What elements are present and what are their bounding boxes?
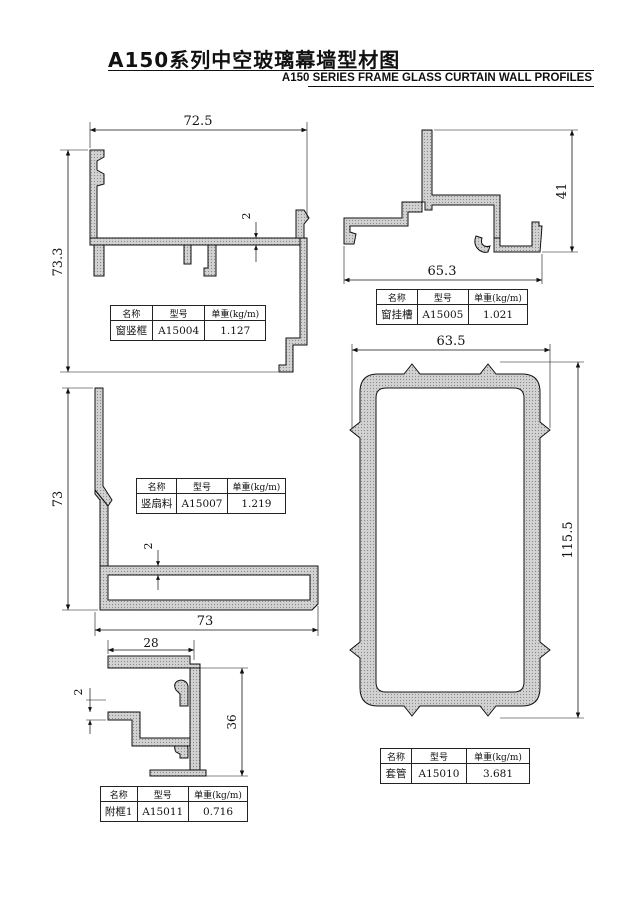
profile-name: 竖扇料 <box>135 493 178 514</box>
profile-name: 窗竖框 <box>110 320 153 341</box>
spec-table-a15005: 名称 型号 单重(kg/m) 窗挂槽 A15005 1.021 <box>376 289 528 325</box>
profile-weight: 1.219 <box>226 493 287 514</box>
profile-model: A15005 <box>416 304 470 325</box>
a15011-height-label: 36 <box>225 714 239 729</box>
a15007-width-label: 73 <box>197 614 214 629</box>
title-rule <box>108 70 594 71</box>
profile-model: A15004 <box>151 320 206 341</box>
a15007-wall-label: 2 <box>142 543 155 550</box>
spec-table-a15007: 名称 型号 单重(kg/m) 竖扇料 A15007 1.219 <box>135 478 287 514</box>
profile-a15010: 63.5 115.5 <box>349 334 584 719</box>
header-model: 型号 <box>176 478 228 494</box>
header-name: 名称 <box>379 748 413 764</box>
profile-model: A15011 <box>136 801 189 822</box>
header-name: 名称 <box>376 289 418 305</box>
header-model: 型号 <box>416 289 470 305</box>
profile-a15005: 65.3 41 <box>343 129 578 284</box>
profile-model: A15007 <box>176 493 228 514</box>
a15005-width-label: 65.3 <box>428 264 457 279</box>
header-weight: 单重(kg/m) <box>226 478 287 494</box>
a15004-wall-label: 2 <box>240 213 253 220</box>
header-model: 型号 <box>136 786 189 802</box>
profile-name: 附框1 <box>100 801 138 822</box>
profile-a15005-section <box>343 129 543 253</box>
profile-model: A15010 <box>411 763 467 784</box>
profile-a15011: 28 36 2 <box>72 636 248 777</box>
page-subtitle: A150 SERIES FRAME GLASS CURTAIN WALL PRO… <box>281 72 592 84</box>
a15010-height-label: 115.5 <box>561 521 576 558</box>
spec-table-a15011: 名称 型号 单重(kg/m) 附框1 A15011 0.716 <box>100 786 249 822</box>
profile-a15007-section <box>94 387 319 611</box>
subtitle-rule <box>308 86 594 87</box>
page-title: A150系列中空玻璃幕墙型材图 <box>108 48 401 72</box>
header-name: 名称 <box>110 305 153 321</box>
profile-weight: 1.127 <box>204 320 266 341</box>
a15011-width-label: 28 <box>143 636 158 650</box>
a15010-width-label: 63.5 <box>437 334 466 349</box>
header-weight: 单重(kg/m) <box>468 289 528 305</box>
header-weight: 单重(kg/m) <box>187 786 249 802</box>
profile-name: 窗挂槽 <box>376 304 418 325</box>
header-weight: 单重(kg/m) <box>204 305 266 321</box>
a15005-height-label: 41 <box>555 183 570 200</box>
a15011-wall-label: 2 <box>72 689 85 696</box>
header-model: 型号 <box>151 305 206 321</box>
profile-a15007: 73 73 2 <box>51 387 319 636</box>
a15004-width-label: 72.5 <box>184 114 213 129</box>
a15004-height-label: 73.3 <box>51 248 66 277</box>
spec-table-a15010: 名称 型号 单重(kg/m) 套管 A15010 3.681 <box>379 748 531 784</box>
spec-table-a15004: 名称 型号 单重(kg/m) 窗竖框 A15004 1.127 <box>110 305 266 341</box>
profile-weight: 1.021 <box>468 304 528 325</box>
profile-weight: 0.716 <box>187 801 249 822</box>
header-name: 名称 <box>135 478 178 494</box>
header-name: 名称 <box>100 786 138 802</box>
profile-a15004-section <box>89 149 310 373</box>
profile-a15004: 72.5 73.3 2 <box>51 114 310 373</box>
header-model: 型号 <box>411 748 467 764</box>
header-weight: 单重(kg/m) <box>465 748 531 764</box>
profile-name: 套管 <box>379 763 413 784</box>
a15007-height-label: 73 <box>51 491 66 508</box>
profile-a15010-section <box>349 363 551 717</box>
profile-weight: 3.681 <box>465 763 531 784</box>
profile-a15011-section <box>107 655 207 777</box>
